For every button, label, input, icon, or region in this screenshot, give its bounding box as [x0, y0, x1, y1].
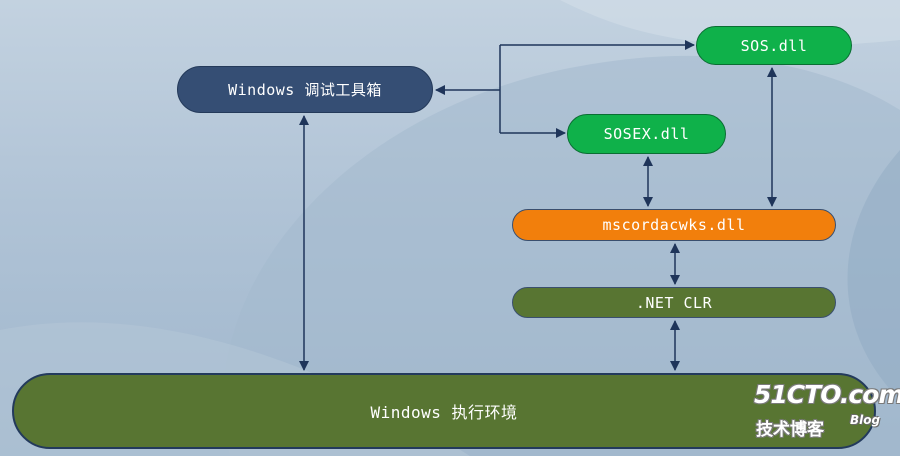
node-label-toolbox: Windows 调试工具箱 — [228, 81, 382, 99]
node-windows-debugging-tools: Windows 调试工具箱 — [177, 66, 433, 113]
node-sosex-dll: SOSEX.dll — [567, 114, 726, 154]
watermark-logo: 51CTO.com 技术博客 Blog — [754, 380, 900, 440]
node-windows-execution-environment: Windows 执行环境 — [12, 373, 876, 449]
node-label-sosex: SOSEX.dll — [603, 125, 690, 143]
node-label-sos: SOS.dll — [740, 36, 808, 55]
bg-swoosh-right — [847, 150, 900, 400]
node-mscordacwks-dll: mscordacwks.dll — [512, 209, 836, 241]
watermark-blog: Blog — [850, 413, 881, 427]
node-dotnet-clr: .NET CLR — [512, 287, 836, 318]
bg-swoosh-large — [223, 55, 900, 456]
node-label-exec: Windows 执行环境 — [370, 403, 518, 422]
watermark-tagline: 技术博客 — [756, 420, 824, 440]
node-label-clr: .NET CLR — [635, 293, 713, 312]
watermark-site: 51CTO.com — [754, 380, 900, 409]
node-sos-dll: SOS.dll — [696, 26, 852, 65]
node-label-mscordacwks: mscordacwks.dll — [602, 216, 746, 234]
